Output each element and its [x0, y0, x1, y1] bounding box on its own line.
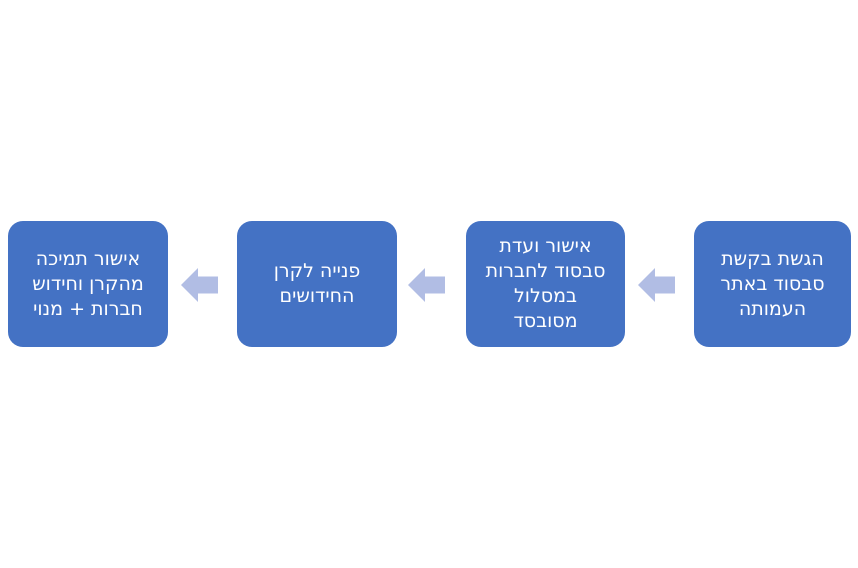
left-arrow-icon	[638, 268, 675, 302]
flow-step-1-label: הגשת בקשת סבסוד באתר העמותה	[720, 247, 825, 320]
flow-step-2-label: אישור ועדת סבסוד לחברות במסלול מסובסד	[485, 235, 606, 332]
flow-step-3-box: פנייה לקרן החידושים	[237, 221, 397, 347]
flow-step-3-label: פנייה לקרן החידושים	[273, 260, 361, 307]
flow-step-4-box: אישור תמיכה מהקרן וחידוש חברות + מנוי	[8, 221, 168, 347]
left-arrow-icon	[408, 268, 445, 302]
flow-step-2-box: אישור ועדת סבסוד לחברות במסלול מסובסד	[466, 221, 625, 347]
flow-step-4-label: אישור תמיכה מהקרן וחידוש חברות + מנוי	[32, 247, 144, 320]
left-arrow-icon	[181, 268, 218, 302]
flow-step-1-box: הגשת בקשת סבסוד באתר העמותה	[694, 221, 851, 347]
